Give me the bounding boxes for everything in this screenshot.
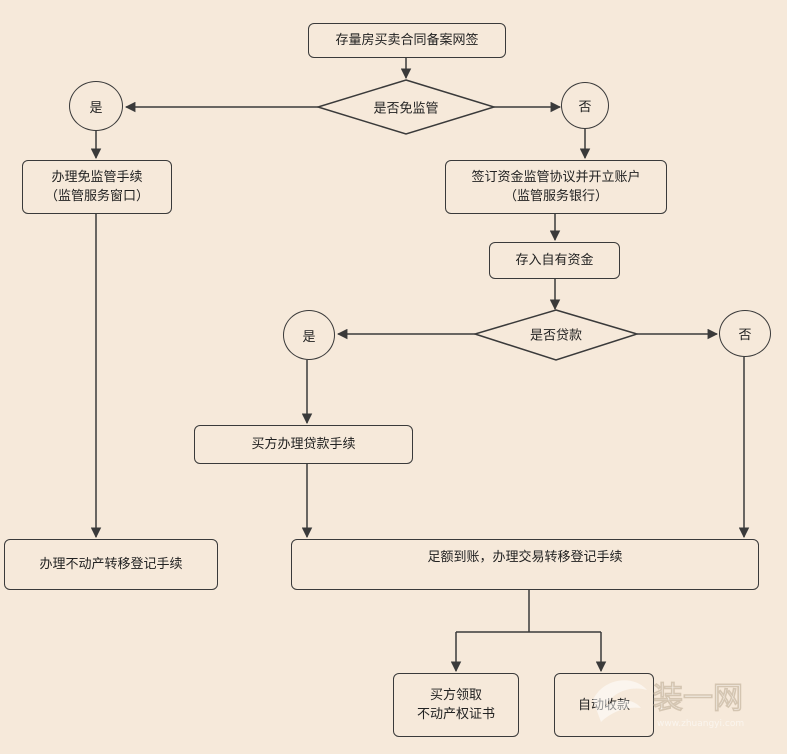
- decision-exempt-label: 是否免监管: [373, 101, 439, 117]
- exempt-procedure-line-2: （监管服务窗口）: [44, 189, 149, 204]
- buyer-certificate-line-2: 不动产权证书: [416, 707, 495, 722]
- no-circle-2: 否: [719, 310, 771, 357]
- start-label: 存量房买卖合同备案网签: [335, 33, 479, 48]
- auto-collection-box: 自动收款: [554, 673, 654, 737]
- deposit-funds-label: 存入自有资金: [515, 253, 594, 268]
- transfer-registration-left-box: 办理不动产转移登记手续: [4, 539, 218, 590]
- no-circle-1: 否: [561, 82, 609, 129]
- auto-collection-label: 自动收款: [577, 697, 630, 713]
- exempt-procedure-box: 办理免监管手续 （监管服务窗口）: [22, 160, 172, 214]
- deposit-funds-box: 存入自有资金: [489, 242, 620, 279]
- sign-agreement-line-1: 签订资金监管协议并开立账户: [471, 170, 641, 185]
- no-label-1: 否: [578, 100, 592, 115]
- no-label-2: 否: [738, 328, 752, 343]
- yes-label-2: 是: [302, 329, 316, 345]
- buyer-certificate-box: 买方领取 不动产权证书: [393, 673, 519, 737]
- exempt-procedure-line-1: 办理免监管手续: [51, 170, 143, 185]
- yes-circle-1: 是: [69, 81, 123, 131]
- yes-circle-2: 是: [283, 310, 335, 360]
- loan-procedure-box: 买方办理贷款手续: [194, 425, 413, 464]
- sign-agreement-line-2: （监管服务银行）: [503, 189, 608, 204]
- buyer-certificate-line-1: 买方领取: [429, 688, 482, 703]
- loan-procedure-label: 买方办理贷款手续: [251, 437, 356, 452]
- transfer-registration-main-label: 足额到账，办理交易转移登记手续: [427, 550, 623, 565]
- start-box: 存量房买卖合同备案网签: [308, 23, 506, 58]
- transfer-registration-main-box: 足额到账，办理交易转移登记手续: [291, 539, 759, 590]
- sign-agreement-box: 签订资金监管协议并开立账户 （监管服务银行）: [445, 160, 667, 214]
- decision-loan-diamond: [472, 309, 640, 361]
- transfer-registration-left-label: 办理不动产转移登记手续: [39, 557, 183, 572]
- decision-loan-label: 是否贷款: [529, 328, 583, 344]
- decision-exempt-diamond: [315, 79, 497, 135]
- yes-label-1: 是: [89, 100, 103, 116]
